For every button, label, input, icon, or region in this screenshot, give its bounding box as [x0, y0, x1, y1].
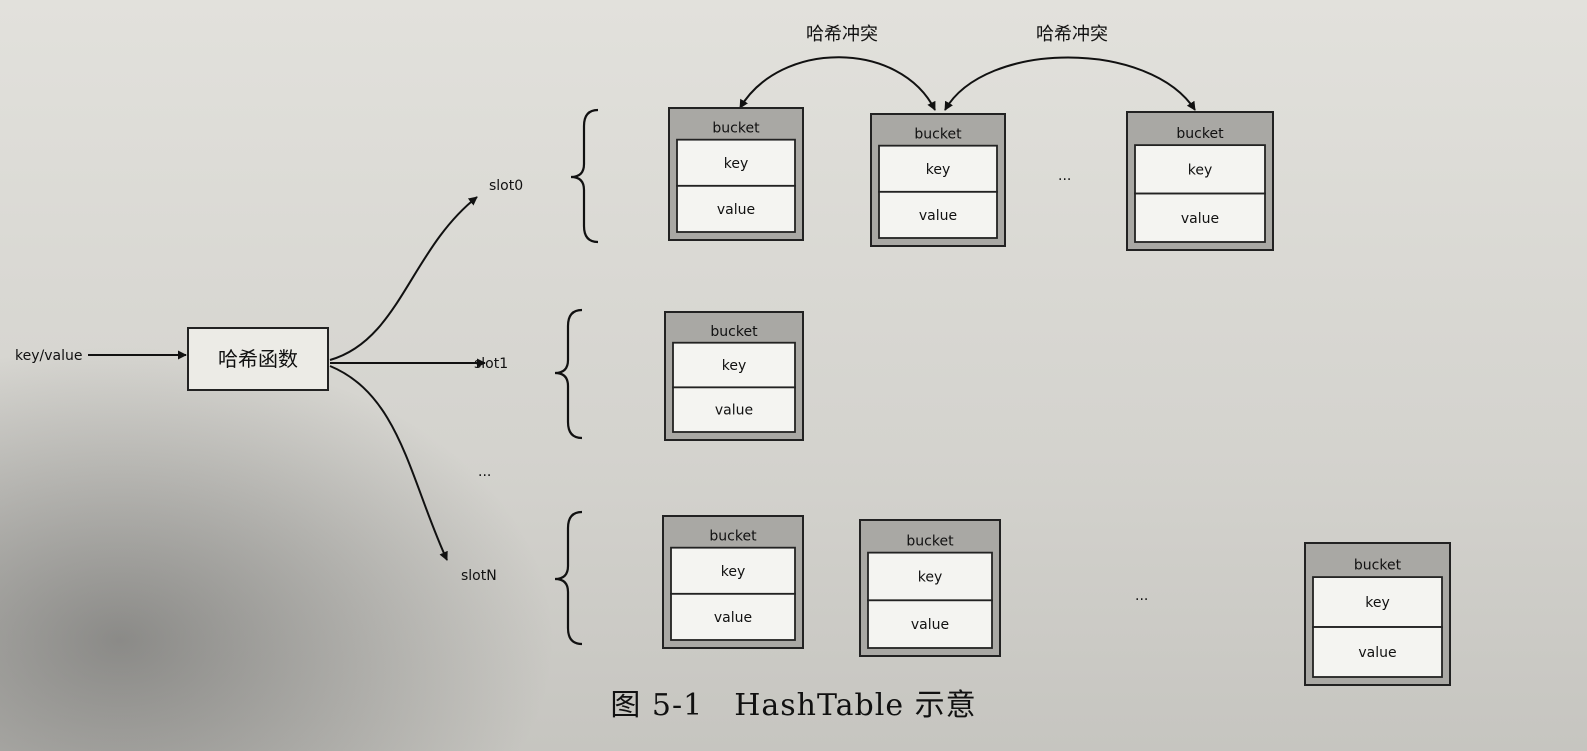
bucket-box: bucket key value — [1126, 111, 1274, 251]
slot0-arrow — [329, 196, 478, 361]
bucket-key-text: key — [721, 564, 746, 580]
bucket-value-cell — [878, 190, 998, 239]
buckets-layer: bucket key value bucket key value bucket key val… — [662, 107, 1451, 686]
bucket-title: bucket — [914, 127, 962, 143]
bucket-box: bucket key value — [662, 515, 804, 649]
bucket-key-text: key — [724, 156, 749, 172]
bucket-key-cell — [867, 551, 993, 602]
bucket-key-cell — [878, 144, 998, 193]
hash-function-box — [187, 327, 329, 391]
bucket-value-cell — [676, 184, 796, 233]
bucket-value-cell — [867, 599, 993, 649]
input-label: key/value — [15, 348, 82, 364]
bucket-value-text: value — [1181, 211, 1219, 227]
bucket-key-cell — [676, 138, 796, 187]
bucket-title: bucket — [1176, 126, 1224, 142]
collision-arrow-right — [944, 56, 1196, 111]
slot0-label: slot0 — [489, 178, 523, 194]
bucket-box: bucket key value — [870, 113, 1006, 247]
bucket-title: bucket — [906, 533, 954, 549]
slot1-brace — [554, 308, 583, 440]
slotN-brace — [554, 510, 583, 646]
slot1-label: slot1 — [474, 356, 508, 372]
slotN-arrow — [329, 365, 448, 561]
slot0-chain-ellipsis: ... — [1058, 168, 1071, 184]
bucket-box: bucket key value — [668, 107, 804, 241]
bucket-value-text: value — [911, 617, 949, 633]
bucket-value-cell — [670, 592, 796, 641]
bucket-box: bucket key value — [1304, 542, 1451, 686]
bucket-box: bucket key value — [664, 311, 804, 441]
bucket-value-cell — [672, 386, 796, 433]
bucket-key-text: key — [926, 162, 951, 178]
collision-label-1: 哈希冲突 — [806, 24, 878, 45]
hash-function-label: 哈希函数 — [218, 347, 298, 371]
bucket-value-cell — [1312, 626, 1443, 678]
bucket-value-text: value — [1358, 645, 1396, 661]
bucket-key-text: key — [1365, 595, 1390, 611]
bucket-value-text: value — [715, 403, 753, 419]
bucket-value-cell — [1134, 192, 1266, 243]
bucket-box: bucket key value — [859, 519, 1001, 657]
bucket-value-text: value — [714, 610, 752, 626]
collision-label-2: 哈希冲突 — [1036, 24, 1108, 45]
bucket-title: bucket — [709, 529, 757, 545]
figure-caption: 图 5-1 HashTable 示意 — [610, 688, 977, 723]
slotN-label: slotN — [461, 568, 497, 584]
bucket-key-text: key — [1188, 162, 1213, 178]
slotN-chain-ellipsis: ... — [1135, 588, 1148, 604]
bucket-title: bucket — [710, 324, 758, 340]
bucket-key-cell — [670, 546, 796, 595]
bucket-key-cell — [1312, 576, 1443, 628]
bucket-value-text: value — [717, 202, 755, 218]
bucket-key-text: key — [722, 358, 747, 374]
slots-ellipsis: ... — [478, 464, 491, 480]
bucket-key-cell — [672, 341, 796, 389]
bucket-title: bucket — [1354, 558, 1402, 574]
bucket-key-text: key — [918, 569, 943, 585]
slot0-brace — [570, 108, 599, 244]
bucket-value-text: value — [919, 208, 957, 224]
bucket-title: bucket — [712, 121, 760, 137]
collision-arrow-left — [739, 56, 936, 111]
